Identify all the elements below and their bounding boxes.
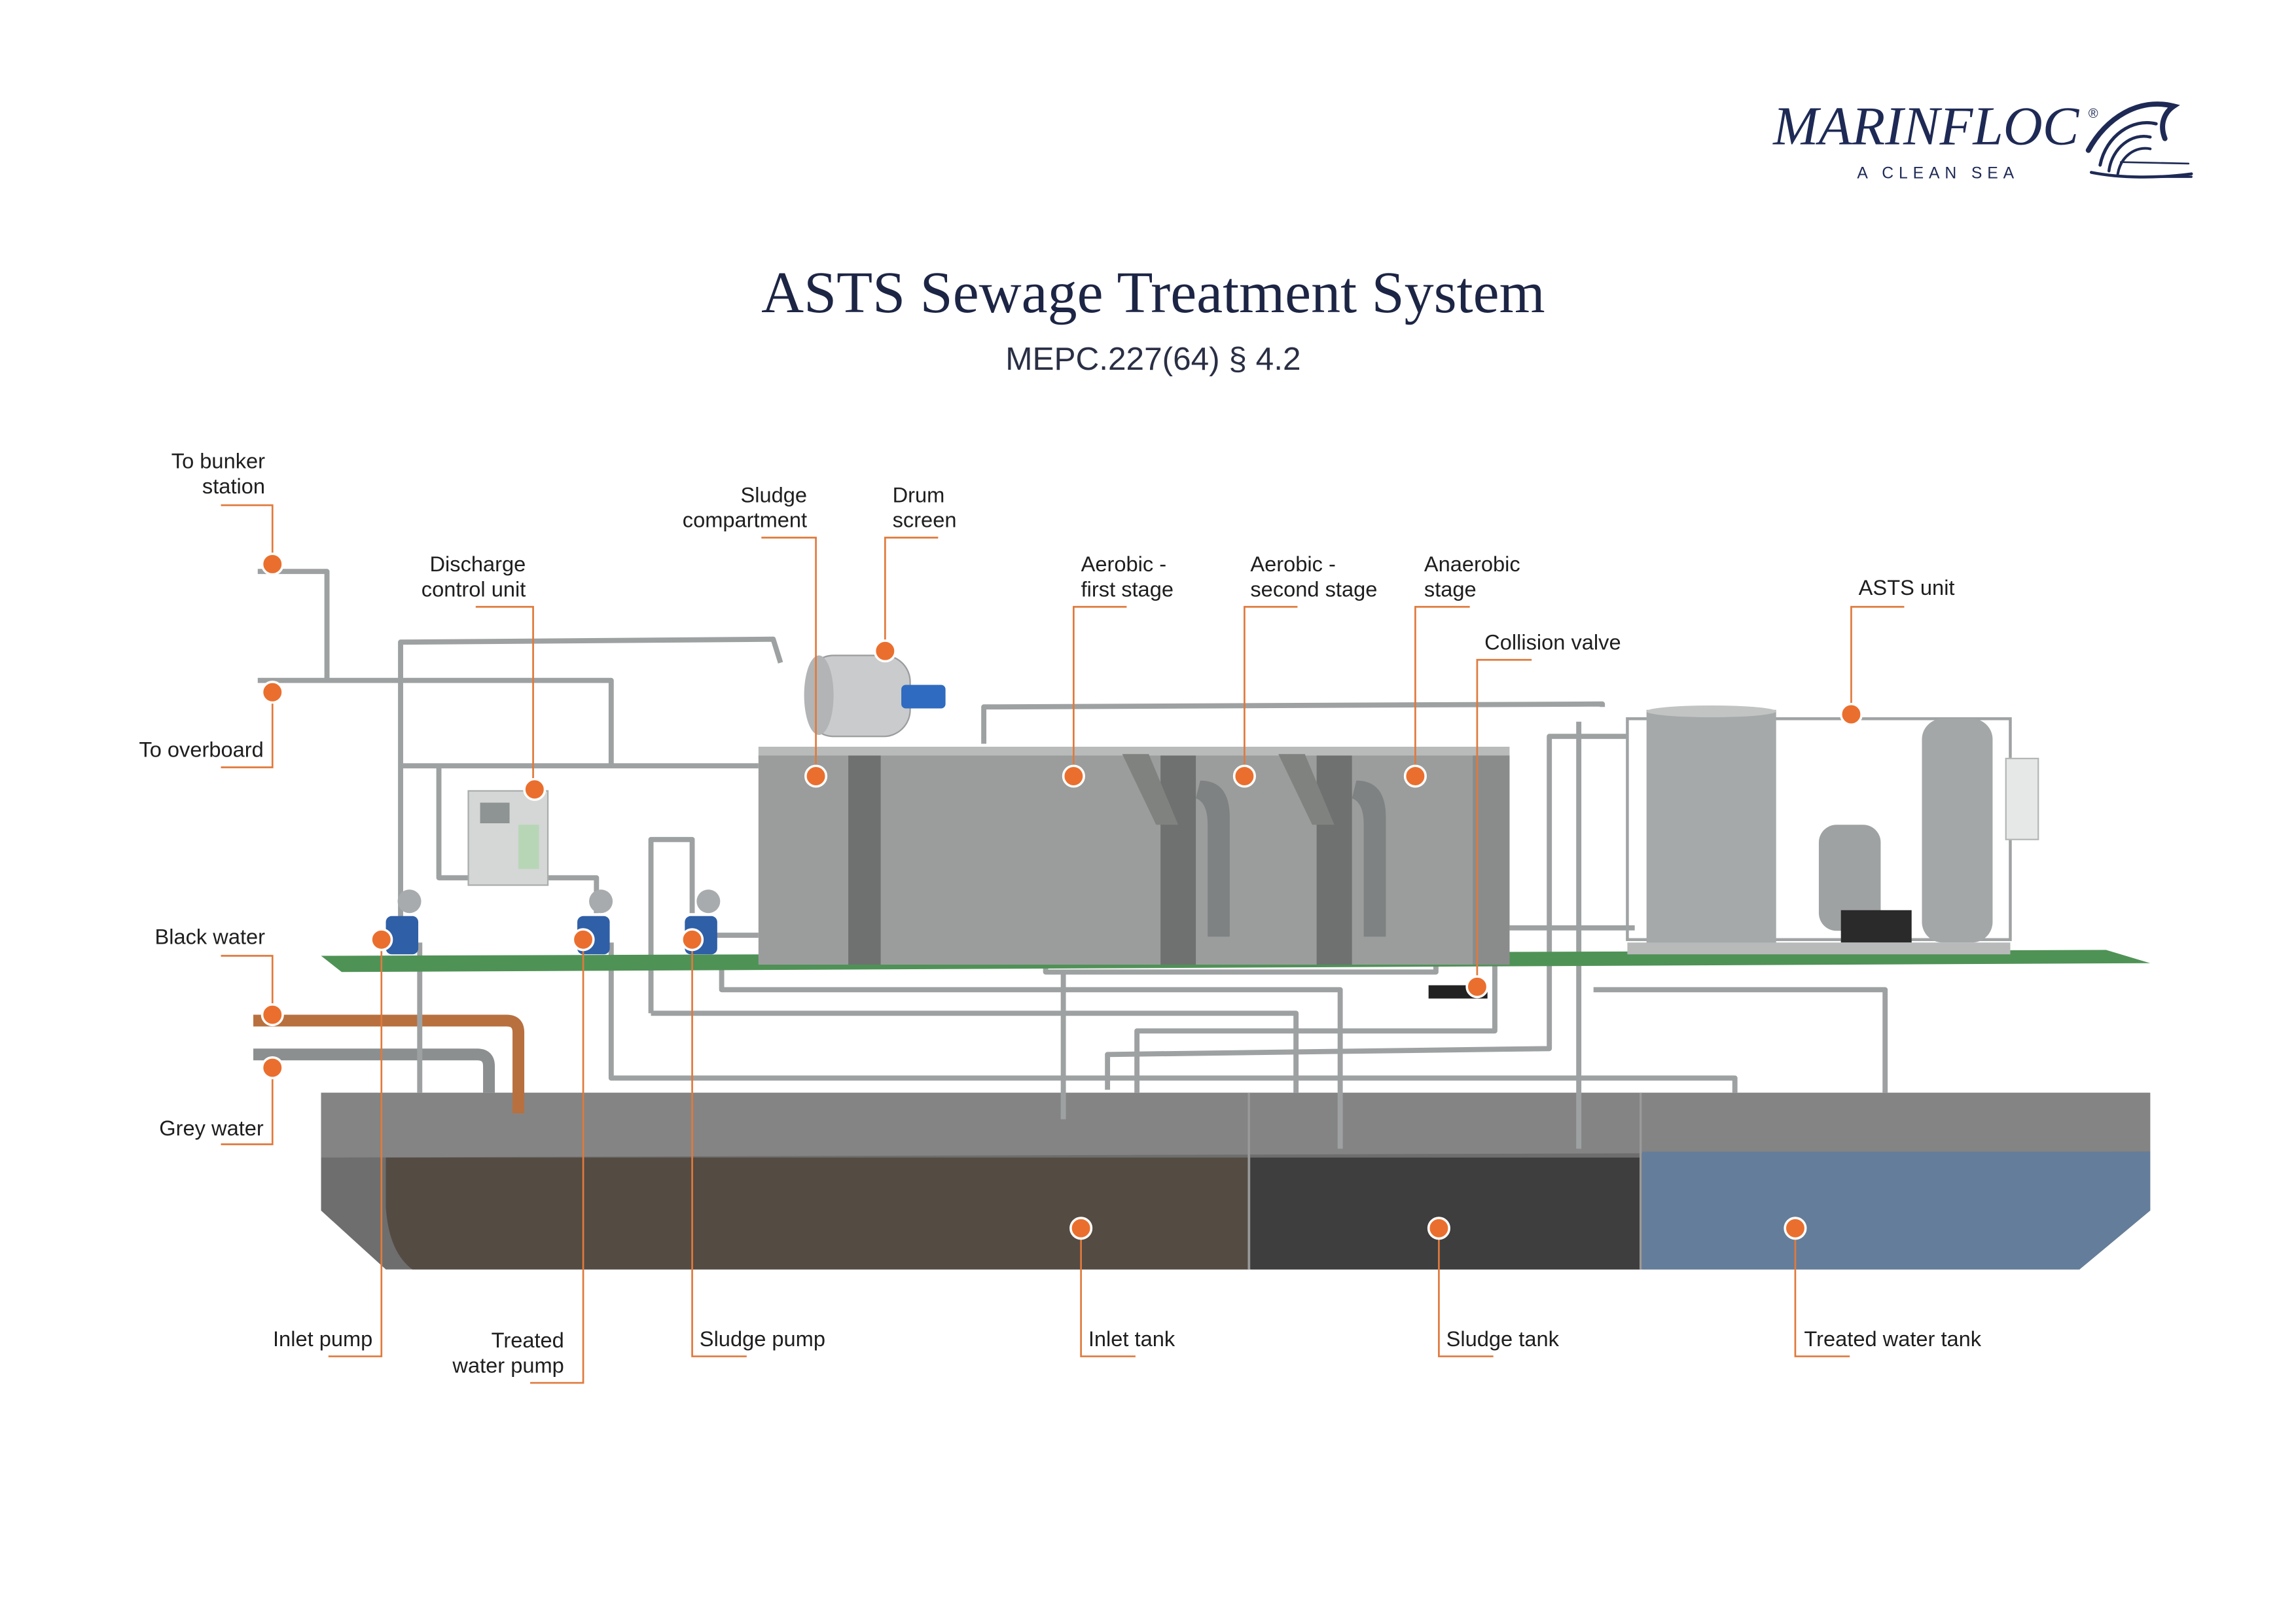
leader-lines (221, 504, 1905, 1384)
label-aerobic-second-2: second stage (1250, 577, 1377, 601)
label-treated-water-tank: Treated water tank (1804, 1327, 1981, 1351)
callout-dot[interactable] (1062, 764, 1085, 788)
callout-dots (260, 552, 1863, 1240)
callout-dot[interactable] (370, 928, 393, 952)
logo-registered: ® (2089, 107, 2098, 121)
discharge-control-unit (467, 790, 549, 886)
treatment-tank (758, 746, 1510, 965)
page-subtitle: MEPC.227(64) § 4.2 (1005, 341, 1300, 377)
callout-dot[interactable] (1839, 702, 1863, 726)
label-aerobic-first-2: first stage (1081, 577, 1174, 601)
label-inlet-tank: Inlet tank (1088, 1327, 1175, 1351)
label-sludge-pump: Sludge pump (700, 1327, 825, 1351)
callout-dot[interactable] (260, 1003, 284, 1027)
label-to-bunker-station: To bunker (171, 449, 265, 473)
logo-tagline: A CLEAN SEA (1857, 164, 2019, 182)
label-drum-screen: Drum (893, 482, 945, 507)
logo-brand: MARINFLOC (1772, 97, 2080, 157)
label-discharge-control-unit-2: control unit (422, 577, 526, 601)
label-collision-valve: Collision valve (1484, 630, 1621, 654)
page-title: ASTS Sewage Treatment System (761, 260, 1545, 325)
inlet-tank (386, 1157, 1249, 1270)
label-sludge-compartment-2: compartment (683, 508, 807, 532)
label-aerobic-second: Aerobic - (1250, 552, 1336, 576)
label-asts-unit: ASTS unit (1859, 575, 1955, 599)
callout-dot[interactable] (523, 777, 547, 801)
marinfloc-logo: MARINFLOC ® A CLEAN SEA (1772, 97, 2193, 182)
black-water-pipe (253, 1014, 525, 1114)
label-drum-screen-2: screen (893, 508, 957, 532)
tank-hull (321, 1092, 2151, 1270)
callout-dot[interactable] (1232, 764, 1256, 788)
label-inlet-pump: Inlet pump (273, 1327, 372, 1351)
label-to-overboard: To overboard (139, 738, 263, 762)
callout-dot[interactable] (1069, 1217, 1093, 1240)
callout-dot[interactable] (1427, 1217, 1450, 1240)
wave-icon (2085, 101, 2193, 179)
labels: To bunker station To overboard Discharge… (139, 449, 1981, 1378)
label-black-water: Black water (154, 925, 265, 949)
callout-dot[interactable] (873, 639, 897, 663)
callout-dot[interactable] (260, 1056, 284, 1080)
sludge-tank (1250, 1157, 1641, 1270)
label-anaerobic-stage-2: stage (1424, 577, 1477, 601)
label-aerobic-first: Aerobic - (1081, 552, 1167, 576)
callout-dot[interactable] (1784, 1217, 1807, 1240)
grey-water-pipe (253, 1048, 495, 1093)
inlet-pump (386, 889, 422, 955)
treated-water-tank (1641, 1151, 2151, 1270)
callout-dot[interactable] (260, 681, 284, 704)
label-treated-water-pump: Treated (492, 1328, 564, 1352)
callout-dot[interactable] (1465, 975, 1489, 999)
label-sludge-compartment: Sludge (741, 482, 808, 507)
callout-dot[interactable] (804, 764, 828, 788)
label-grey-water: Grey water (159, 1116, 264, 1140)
label-sludge-tank: Sludge tank (1446, 1327, 1560, 1351)
label-anaerobic-stage: Anaerobic (1424, 552, 1520, 576)
asts-unit (1626, 705, 2039, 955)
callout-dot[interactable] (1403, 764, 1427, 788)
drum-screen (804, 654, 946, 738)
callout-dot[interactable] (260, 552, 284, 576)
callout-dot[interactable] (571, 928, 595, 952)
label-discharge-control-unit: Discharge (429, 552, 526, 576)
callout-dot[interactable] (681, 928, 704, 952)
label-to-bunker-station-2: station (202, 474, 265, 498)
label-treated-water-pump-2: water pump (452, 1353, 564, 1377)
